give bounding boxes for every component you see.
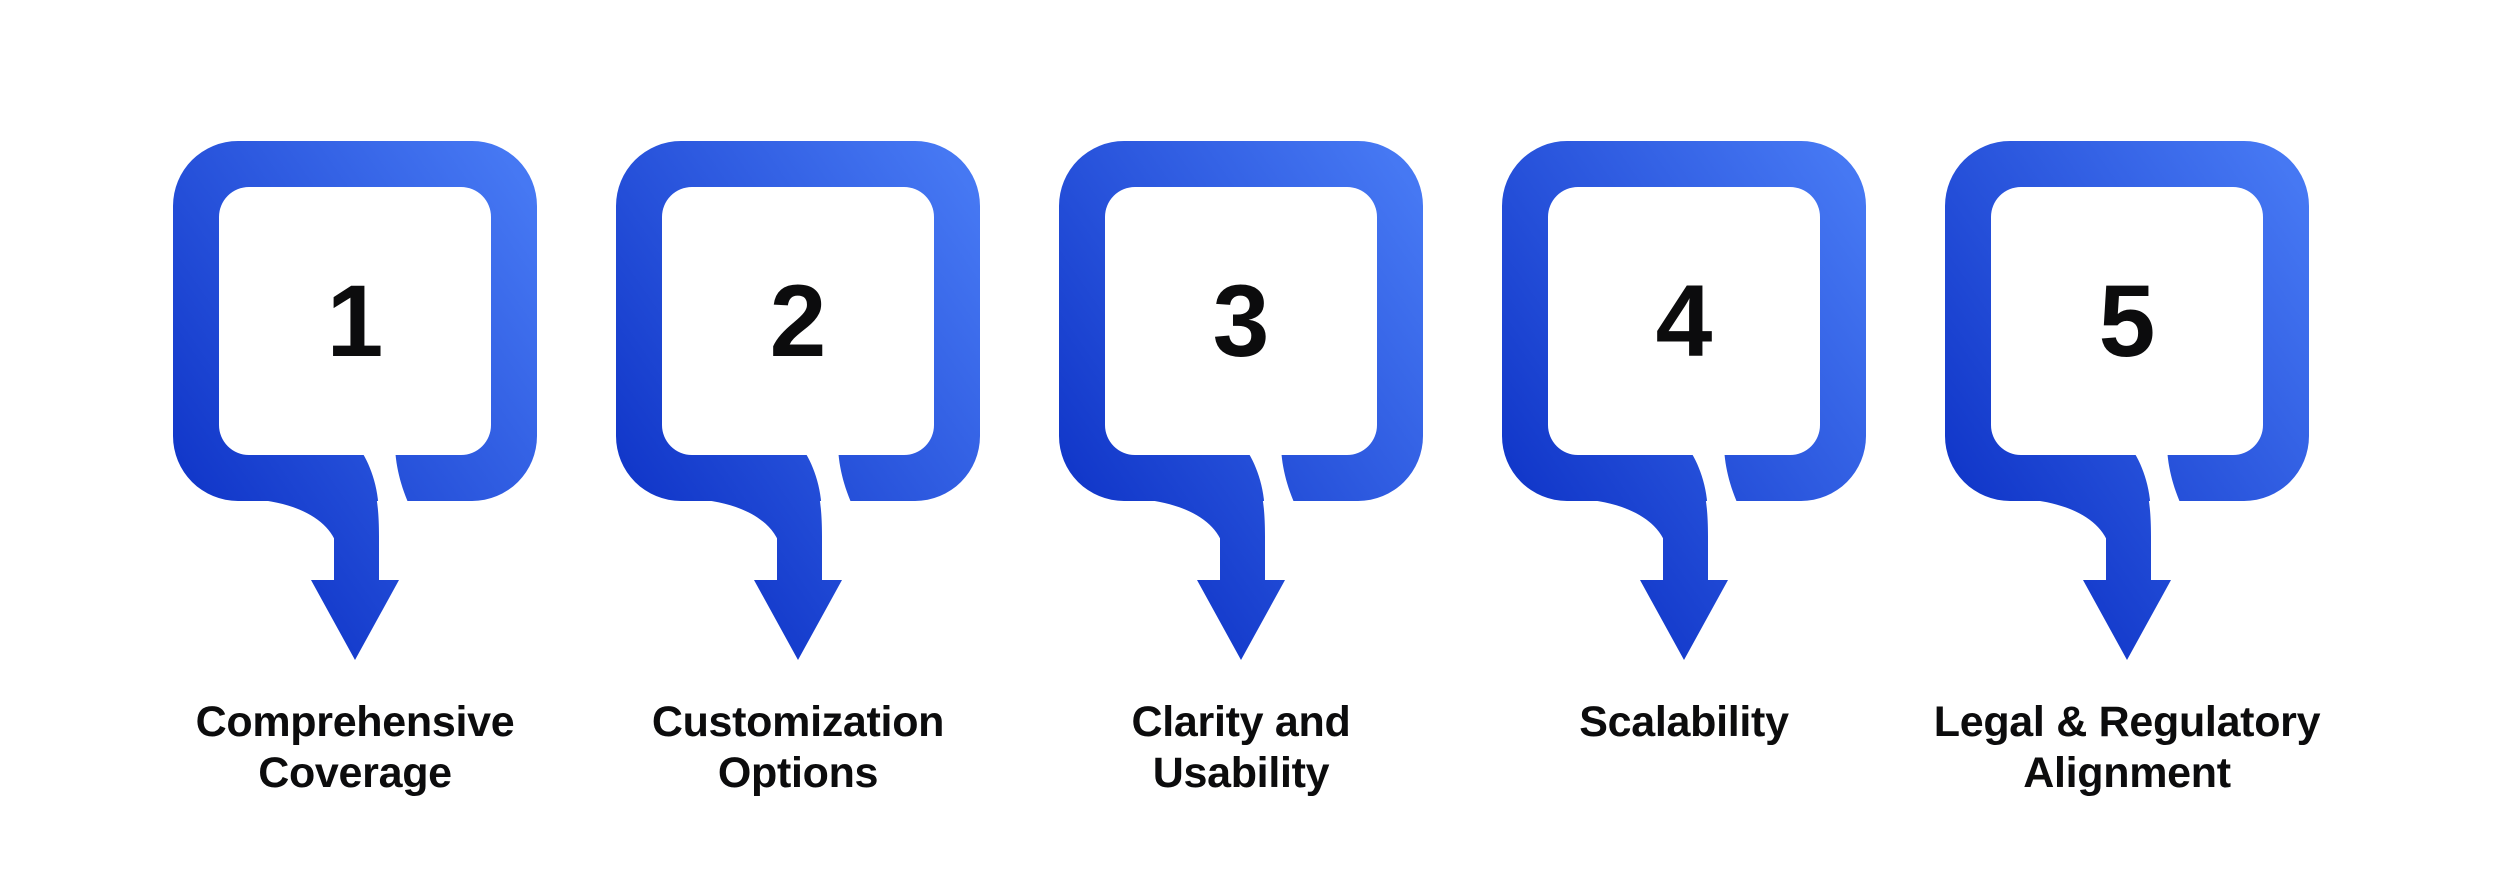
arrow-gap-cut bbox=[1242, 443, 1299, 513]
step-label: Legal & Regulatory Alignment bbox=[1827, 697, 2427, 799]
down-arrow-icon bbox=[734, 455, 842, 660]
frame-ring bbox=[616, 141, 980, 501]
step-frame-arrow-1 bbox=[173, 141, 537, 660]
down-arrow-icon bbox=[1177, 455, 1285, 660]
step-label-line2: Coverage bbox=[258, 749, 452, 797]
step-label: Comprehensive Coverage bbox=[55, 697, 655, 799]
step-frame-arrow-4 bbox=[1502, 141, 1866, 660]
step-label-line1: Legal & Regulatory bbox=[1933, 698, 2321, 746]
step-label-line2: Usability bbox=[1152, 749, 1330, 797]
step-label-line2: Alignment bbox=[2023, 749, 2231, 797]
step-label-line1: Scalability bbox=[1579, 698, 1789, 746]
down-arrow-icon bbox=[1620, 455, 1728, 660]
step-item-1: 1 Comprehensive Coverage bbox=[173, 0, 537, 892]
arrow-gap-cut bbox=[356, 443, 413, 513]
bend-fillet bbox=[1580, 497, 1667, 549]
step-frame-arrow-2 bbox=[616, 141, 980, 660]
bend-fillet bbox=[2023, 497, 2110, 549]
step-frame-arrow-5 bbox=[1945, 141, 2309, 660]
arrow-gap-cut bbox=[1685, 443, 1742, 513]
step-item-5: 5 Legal & Regulatory Alignment bbox=[1934, 0, 2321, 892]
frame-ring bbox=[1945, 141, 2309, 501]
frame-ring bbox=[1502, 141, 1866, 501]
step-frame-arrow-3 bbox=[1059, 141, 1423, 660]
step-label: Customization Options bbox=[498, 697, 1098, 799]
arrow-gap-cut bbox=[799, 443, 856, 513]
step-item-4: 4 Scalability bbox=[1502, 0, 1866, 892]
step-label-line1: Clarity and bbox=[1131, 698, 1351, 746]
step-label-line1: Customization bbox=[651, 698, 945, 746]
step-label: Clarity and Usability bbox=[941, 697, 1541, 799]
step-label: Scalability bbox=[1384, 697, 1984, 748]
arrow-gap-cut bbox=[2128, 443, 2185, 513]
frame-ring bbox=[173, 141, 537, 501]
step-item-3: 3 Clarity and Usability bbox=[1059, 0, 1423, 892]
down-arrow-icon bbox=[291, 455, 399, 660]
bend-fillet bbox=[694, 497, 781, 549]
step-item-2: 2 Customization Options bbox=[616, 0, 980, 892]
bend-fillet bbox=[251, 497, 338, 549]
step-label-line1: Comprehensive bbox=[195, 698, 515, 746]
step-label-line2: Options bbox=[717, 749, 879, 797]
down-arrow-icon bbox=[2063, 455, 2171, 660]
bend-fillet bbox=[1137, 497, 1224, 549]
frame-ring bbox=[1059, 141, 1423, 501]
